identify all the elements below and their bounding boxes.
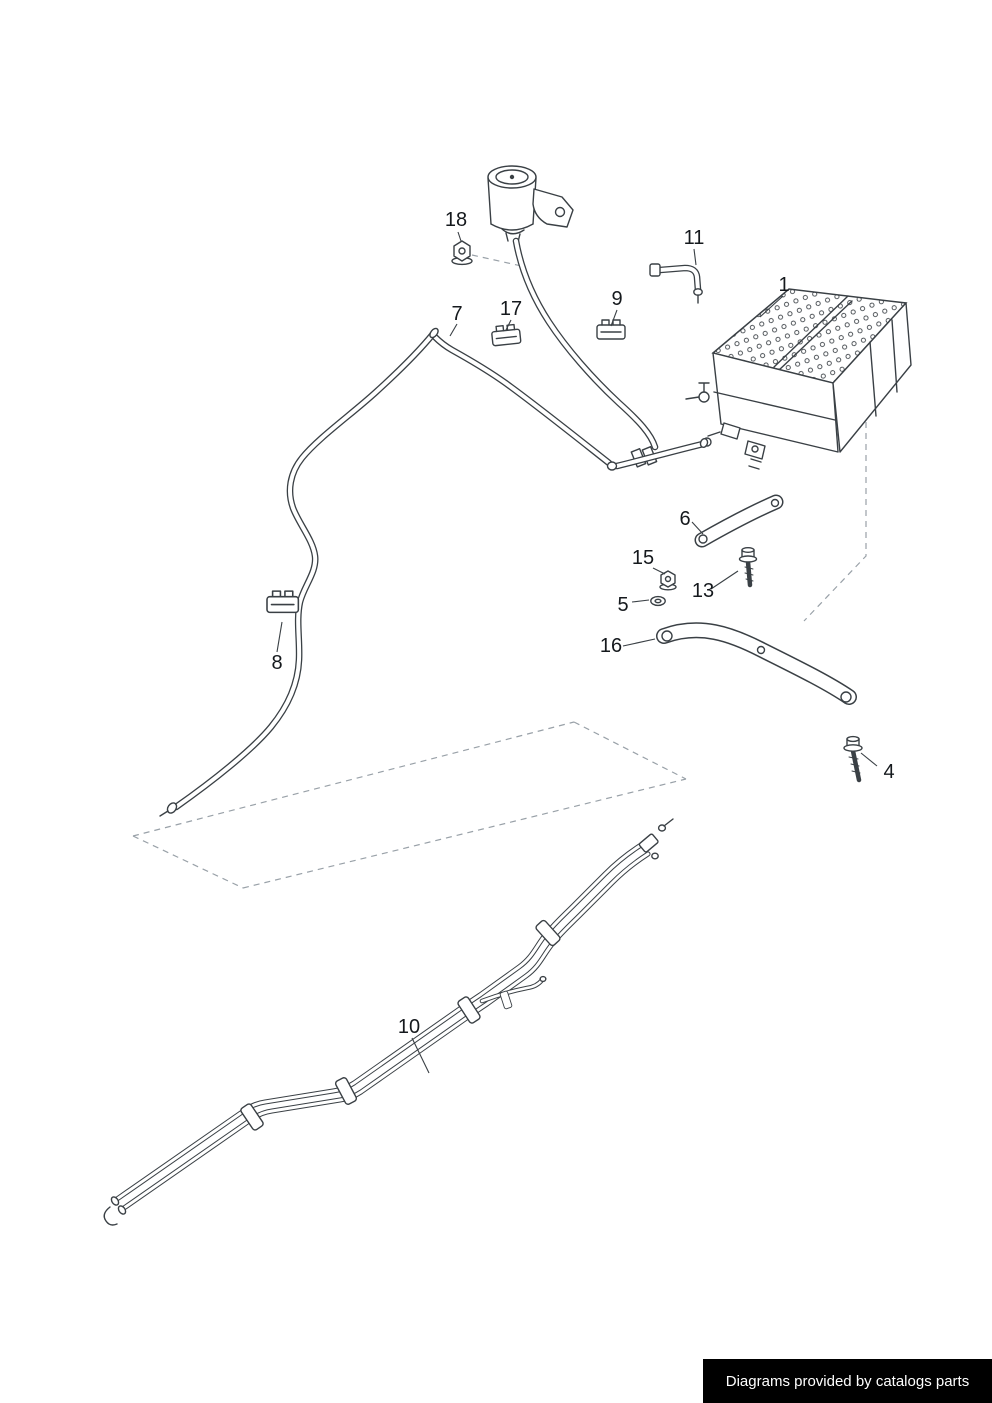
footer-credit-bar: Diagrams provided by catalogs parts [703, 1359, 992, 1403]
clip-9-drawing [596, 319, 626, 340]
pipe-7-drawing [159, 327, 709, 817]
footer-credit-text: Diagrams provided by catalogs parts [725, 1372, 970, 1390]
part-label-6[interactable]: 6 [679, 508, 690, 530]
screw-4-drawing [843, 735, 863, 783]
part-label-15[interactable]: 15 [632, 547, 654, 569]
leader-lines [276, 231, 878, 1074]
part-label-13[interactable]: 13 [692, 580, 714, 602]
part-labels: 1 4 5 6 7 8 9 10 11 13 15 16 17 18 [271, 209, 894, 1038]
nut-18-drawing [451, 240, 473, 266]
part-label-17[interactable]: 17 [500, 298, 522, 320]
carbon-canister-drawing [685, 288, 912, 470]
screw-13-drawing [738, 547, 758, 588]
pump-valve-drawing [487, 165, 574, 243]
clip-8-drawing [266, 590, 300, 614]
fuel-lines-10-drawing [103, 818, 674, 1226]
pump-hose-drawing [516, 241, 657, 468]
part-label-1[interactable]: 1 [778, 274, 789, 296]
part-label-5[interactable]: 5 [617, 594, 628, 616]
bracket-16-drawing [662, 630, 851, 702]
part-label-11[interactable]: 11 [684, 227, 705, 249]
part-label-4[interactable]: 4 [883, 761, 894, 783]
part-label-16[interactable]: 16 [600, 635, 622, 657]
part-label-7[interactable]: 7 [451, 303, 462, 325]
part-label-9[interactable]: 9 [611, 288, 622, 310]
clip-17-drawing [490, 323, 522, 347]
grommet-5-drawing [650, 595, 666, 607]
bracket-6-drawing [699, 500, 779, 544]
part-label-8[interactable]: 8 [271, 652, 282, 674]
nut-15-drawing [659, 570, 677, 591]
part-label-10[interactable]: 10 [398, 1016, 420, 1038]
elbow-connector-11-drawing [649, 263, 703, 304]
part-label-18[interactable]: 18 [445, 209, 467, 231]
